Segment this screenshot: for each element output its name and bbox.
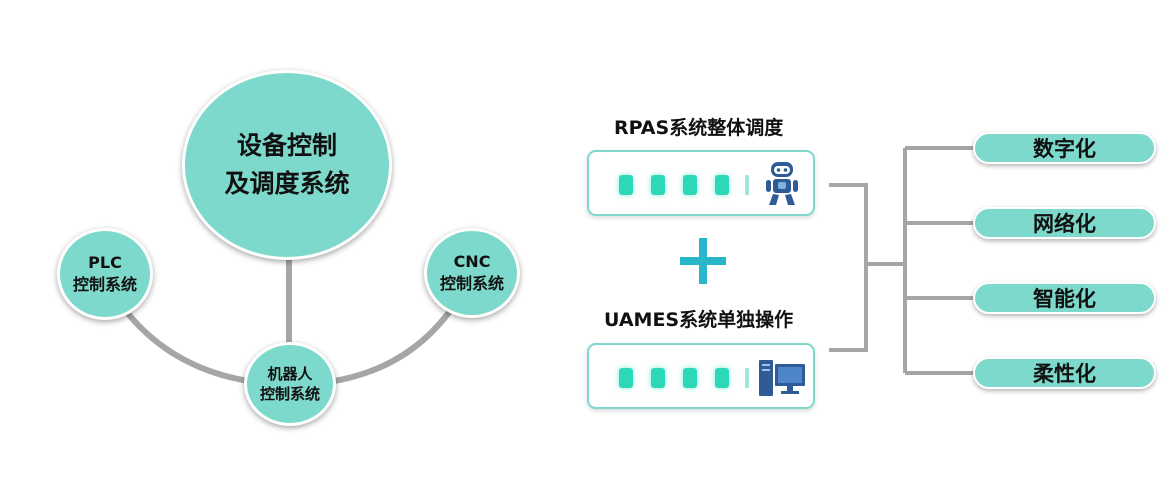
robot-icon (766, 162, 798, 205)
computer-icon (759, 360, 805, 396)
led-indicator-partial (745, 175, 749, 195)
curve-plc-robot (119, 303, 258, 385)
plc-node-line1: PLC (88, 253, 122, 272)
rpas-title: RPAS系统整体调度 (614, 117, 784, 139)
curve-cnc-robot (325, 301, 458, 385)
uames-panel (587, 343, 815, 409)
led-indicator-partial (745, 368, 749, 388)
main-node-line2: 及调度系统 (224, 169, 350, 198)
cnc-node: CNC 控制系统 (424, 228, 520, 318)
led-indicator (619, 175, 633, 195)
main-node-line1: 设备控制 (236, 131, 337, 160)
led-indicator (715, 368, 729, 388)
led-indicator (683, 175, 697, 195)
feature-digitalization: 数字化 (973, 132, 1156, 164)
led-indicator (683, 368, 697, 388)
led-indicator (651, 368, 665, 388)
robot-node-line2: 控制系统 (259, 385, 320, 403)
led-indicator (619, 368, 633, 388)
main-control-node: 设备控制 及调度系统 (182, 70, 392, 260)
uames-title: UAMES系统单独操作 (604, 309, 794, 331)
plc-node-line2: 控制系统 (72, 275, 137, 294)
feature-intelligence: 智能化 (973, 282, 1156, 314)
rpas-panel (587, 150, 815, 216)
robot-node-line1: 机器人 (267, 365, 313, 383)
plus-icon (680, 238, 726, 284)
led-indicator (715, 175, 729, 195)
cnc-node-line1: CNC (453, 252, 491, 271)
led-indicator (651, 175, 665, 195)
robot-node: 机器人 控制系统 (244, 342, 336, 426)
plc-node: PLC 控制系统 (57, 228, 153, 320)
bracket-systems (829, 183, 868, 352)
feature-networking: 网络化 (973, 207, 1156, 239)
cnc-node-line2: 控制系统 (439, 274, 504, 293)
feature-flexibility: 柔性化 (973, 357, 1156, 389)
